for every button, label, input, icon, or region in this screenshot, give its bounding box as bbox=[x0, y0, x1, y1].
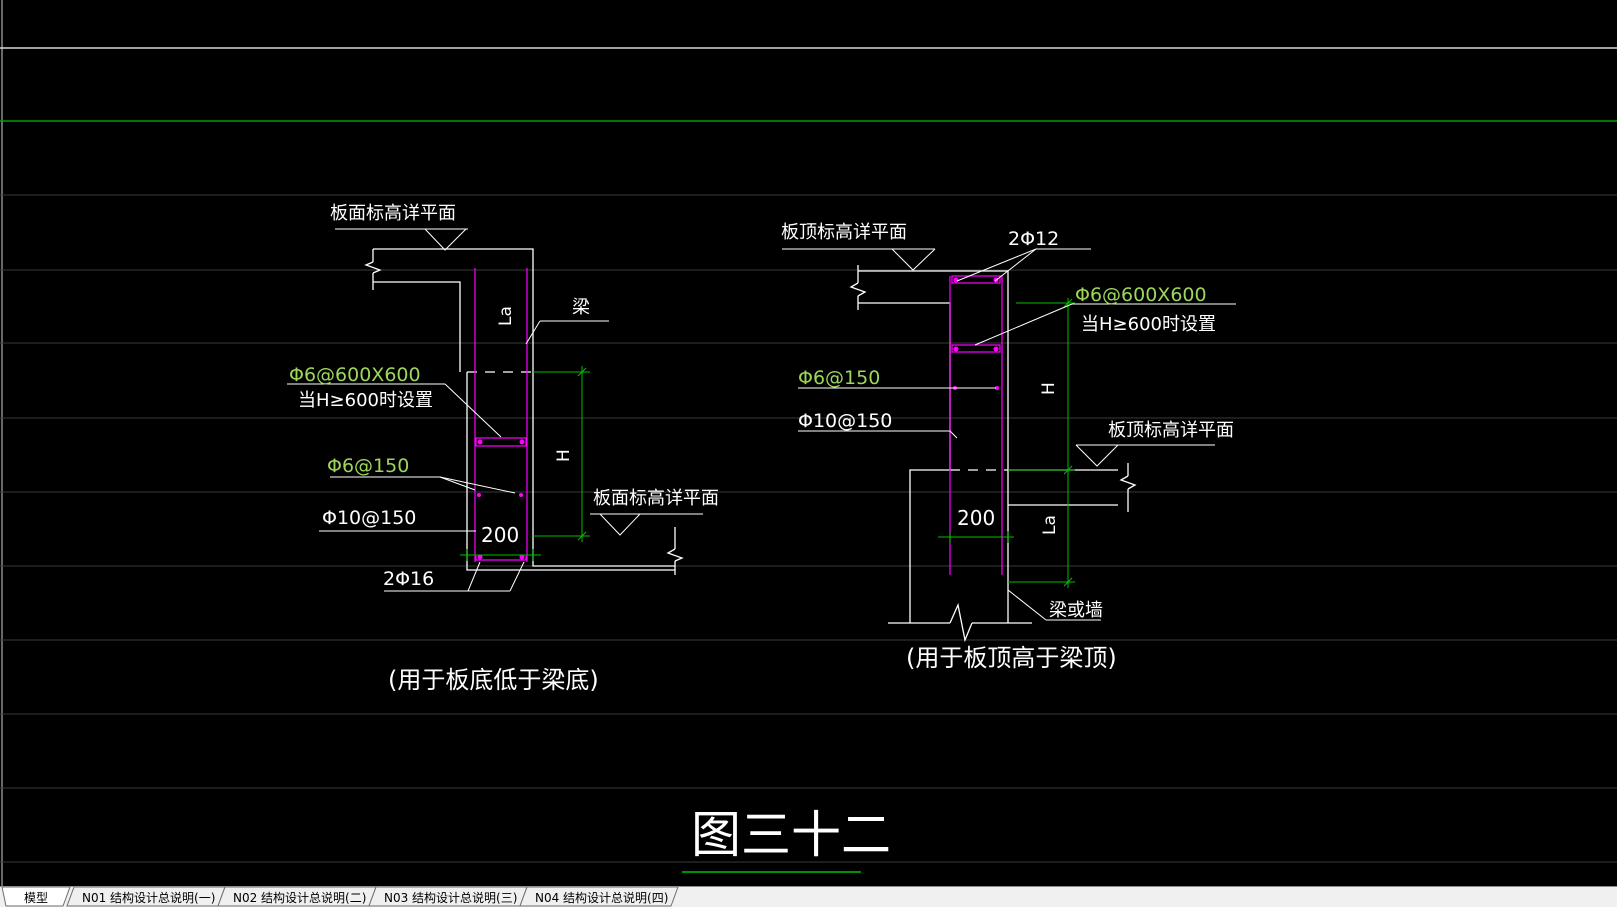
tab-n01[interactable]: N01 结构设计总说明(一) bbox=[66, 887, 226, 907]
tab-n01-label: N01 结构设计总说明(一) bbox=[82, 890, 215, 905]
tab-n04[interactable]: N04 结构设计总说明(四) bbox=[519, 887, 679, 907]
left-beam-label: 梁 bbox=[572, 297, 590, 318]
tab-model[interactable]: 模型 bbox=[1, 887, 71, 907]
tab-n02-label: N02 结构设计总说明(二) bbox=[233, 890, 366, 905]
left-width-label: 200 bbox=[481, 523, 519, 547]
right-detail: 板顶标高详平面 2Φ12 Φ6@600X600 当H≥600时设置 Φ6@150… bbox=[781, 222, 1236, 672]
right-dist-spec: Φ10@150 bbox=[798, 410, 892, 432]
drawing-canvas[interactable]: 板面标高详平面 梁 La Φ6@600X600 当H≥600时设置 H Φ6@1… bbox=[0, 0, 1617, 886]
table-row-lines bbox=[0, 194, 1617, 863]
right-leaders bbox=[782, 248, 1236, 621]
right-rebar-dots bbox=[953, 277, 999, 390]
right-top-bars-label: 2Φ12 bbox=[1008, 228, 1059, 250]
left-detail: 板面标高详平面 梁 La Φ6@600X600 当H≥600时设置 H Φ6@1… bbox=[287, 203, 719, 694]
left-height-label: H bbox=[554, 449, 574, 462]
right-height-label: H bbox=[1039, 382, 1059, 395]
left-stirrup-spec: Φ6@150 bbox=[327, 455, 409, 477]
left-rebar-dots bbox=[477, 439, 525, 560]
left-caption: (用于板底低于梁底) bbox=[388, 666, 599, 694]
left-leaders bbox=[287, 228, 703, 592]
right-rebar bbox=[949, 275, 1003, 575]
tab-n04-label: N04 结构设计总说明(四) bbox=[535, 890, 668, 905]
left-tie-spec: Φ6@600X600 bbox=[289, 364, 421, 386]
layout-tabs: 模型 N01 结构设计总说明(一) N02 结构设计总说明(二) N03 结构设… bbox=[1, 887, 679, 907]
left-bottom-bars-label: 2Φ16 bbox=[383, 568, 434, 590]
left-concrete-outline bbox=[364, 248, 684, 575]
cad-drawing: 板面标高详平面 梁 La Φ6@600X600 当H≥600时设置 H Φ6@1… bbox=[0, 0, 1617, 886]
right-tie-condition: 当H≥600时设置 bbox=[1081, 314, 1216, 335]
tab-n03[interactable]: N03 结构设计总说明(三) bbox=[368, 887, 528, 907]
right-support-label: 梁或墙 bbox=[1049, 600, 1103, 621]
left-dimension-lines bbox=[460, 366, 590, 561]
tab-n02[interactable]: N02 结构设计总说明(二) bbox=[217, 887, 377, 907]
right-caption: (用于板顶高于梁顶) bbox=[906, 644, 1117, 672]
right-dimension-lines bbox=[938, 298, 1075, 588]
right-tie-spec: Φ6@600X600 bbox=[1075, 284, 1207, 306]
right-width-label: 200 bbox=[957, 506, 995, 530]
right-slab-level-right-label: 板顶标高详平面 bbox=[1108, 420, 1234, 441]
left-tie-condition: 当H≥600时设置 bbox=[298, 390, 433, 411]
left-anchor-label: La bbox=[496, 306, 516, 326]
right-stirrup-spec: Φ6@150 bbox=[798, 367, 880, 389]
left-rebar bbox=[474, 268, 528, 562]
left-dist-spec: Φ10@150 bbox=[322, 507, 416, 529]
tab-model-label: 模型 bbox=[24, 891, 48, 905]
layout-tab-bar: 模型 N01 结构设计总说明(一) N02 结构设计总说明(二) N03 结构设… bbox=[0, 886, 1617, 907]
right-slab-level-left-label: 板顶标高详平面 bbox=[781, 222, 907, 243]
left-slab-level-top-label: 板面标高详平面 bbox=[330, 203, 456, 224]
figure-title: 图三十二 bbox=[691, 806, 891, 864]
tab-n03-label: N03 结构设计总说明(三) bbox=[384, 890, 517, 905]
right-anchor-label: La bbox=[1040, 515, 1060, 535]
left-slab-level-bottom-label: 板面标高详平面 bbox=[593, 488, 719, 509]
